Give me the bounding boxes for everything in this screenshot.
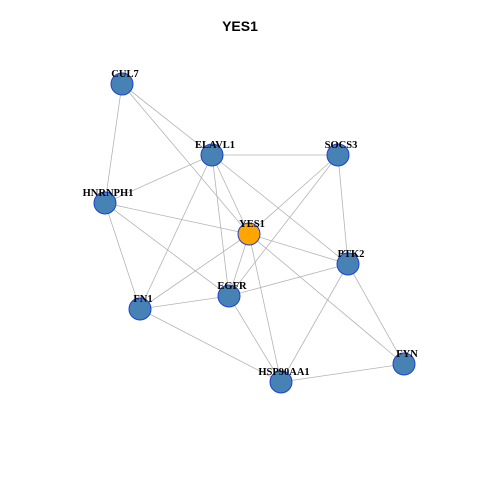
edge-elavl1-egfr [211, 154, 230, 297]
edge-cul7-hnrnph1 [104, 83, 123, 204]
node-hsp90aa1 [269, 370, 293, 394]
node-label-ptk2: PTK2 [338, 249, 365, 260]
node-label-hnrnph1: HNRNPH1 [83, 188, 134, 199]
node-socs3 [326, 143, 350, 167]
edge-ptk2-hsp90aa1 [280, 263, 349, 383]
node-hnrnph1 [93, 191, 117, 215]
node-label-fn1: FN1 [133, 294, 152, 305]
edge-ptk2-egfr [228, 263, 349, 297]
node-label-socs3: SOCS3 [325, 140, 358, 151]
node-label-elavl1: ELAVL1 [195, 140, 235, 151]
node-label-yes1: YES1 [239, 219, 265, 230]
edge-ptk2-fyn [347, 263, 405, 365]
edge-egfr-fn1 [139, 295, 230, 310]
edge-layer [104, 83, 405, 383]
edge-elavl1-hnrnph1 [104, 154, 213, 204]
edge-cul7-yes1 [121, 83, 250, 235]
node-fyn [392, 352, 416, 376]
node-egfr [217, 284, 241, 308]
edge-socs3-yes1 [248, 154, 339, 235]
edge-fn1-hsp90aa1 [139, 308, 282, 383]
edge-yes1-hsp90aa1 [248, 233, 282, 383]
node-ptk2 [336, 252, 360, 276]
node-label-hsp90aa1: HSP90AA1 [258, 367, 309, 378]
edge-elavl1-yes1 [211, 154, 250, 235]
edge-hnrnph1-yes1 [104, 202, 250, 235]
node-cul7 [110, 72, 134, 96]
edge-cul7-elavl1 [121, 83, 213, 156]
edge-socs3-ptk2 [337, 154, 349, 265]
edge-yes1-fn1 [139, 233, 250, 310]
node-fn1 [128, 297, 152, 321]
edge-elavl1-fn1 [139, 154, 213, 310]
figure-title: YES1 [222, 18, 258, 34]
edge-yes1-fyn [248, 233, 405, 365]
node-label-fyn: FYN [396, 349, 418, 360]
edge-elavl1-ptk2 [211, 154, 349, 265]
node-layer [93, 72, 416, 394]
node-label-cul7: CUL7 [111, 69, 138, 80]
edge-hsp90aa1-fyn [280, 363, 405, 383]
node-yes1 [237, 222, 261, 246]
edge-yes1-ptk2 [248, 233, 349, 265]
node-label-egfr: EGFR [217, 281, 247, 292]
node-elavl1 [200, 143, 224, 167]
edge-hnrnph1-fn1 [104, 202, 141, 310]
edge-hnrnph1-egfr [104, 202, 230, 297]
edge-socs3-egfr [228, 154, 339, 297]
edge-egfr-hsp90aa1 [228, 295, 282, 383]
